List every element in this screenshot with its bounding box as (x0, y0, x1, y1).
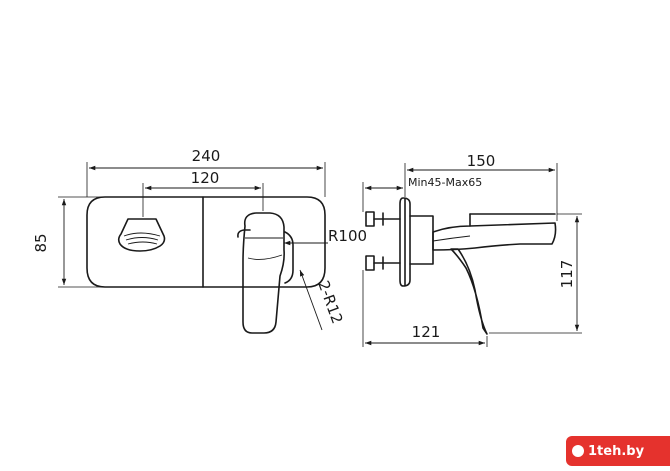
dimension-240: 240 (86, 147, 326, 197)
dim-label-121: 121 (412, 323, 441, 341)
dimension-150: 150 (404, 152, 558, 221)
dimension-85: 85 (32, 196, 103, 288)
dimension-min-max: Min45-Max65 (362, 176, 482, 212)
dim-label-120: 120 (191, 169, 220, 187)
mixer-handle (237, 212, 294, 334)
spout-outlet (117, 218, 166, 252)
watermark-logo-icon (572, 445, 584, 457)
dimension-117: 117 (489, 213, 582, 334)
dim-label-r100: R100 (328, 227, 367, 245)
dim-label-min-max: Min45-Max65 (408, 176, 482, 189)
spout-side (432, 222, 557, 251)
dim-label-117: 117 (558, 260, 576, 289)
dimension-r100: R100 (284, 227, 367, 246)
front-view: 240 120 85 R100 2-R12 (32, 147, 367, 334)
watermark-badge: 1teh.by (566, 436, 670, 466)
concealed-body (365, 211, 401, 271)
watermark-text: 1teh.by (588, 443, 645, 459)
dimension-121: 121 (362, 270, 488, 347)
wall-plate (86, 196, 326, 288)
lever-side (450, 248, 488, 335)
dim-label-85: 85 (32, 233, 50, 252)
side-view: 150 Min45-Max65 121 117 (362, 152, 582, 347)
dim-label-240: 240 (192, 147, 221, 165)
cover-body (409, 215, 434, 265)
wall-flange (399, 197, 411, 287)
dim-label-150: 150 (467, 152, 496, 170)
dim-label-2r12: 2-R12 (314, 278, 346, 326)
dimension-120: 120 (142, 169, 264, 217)
